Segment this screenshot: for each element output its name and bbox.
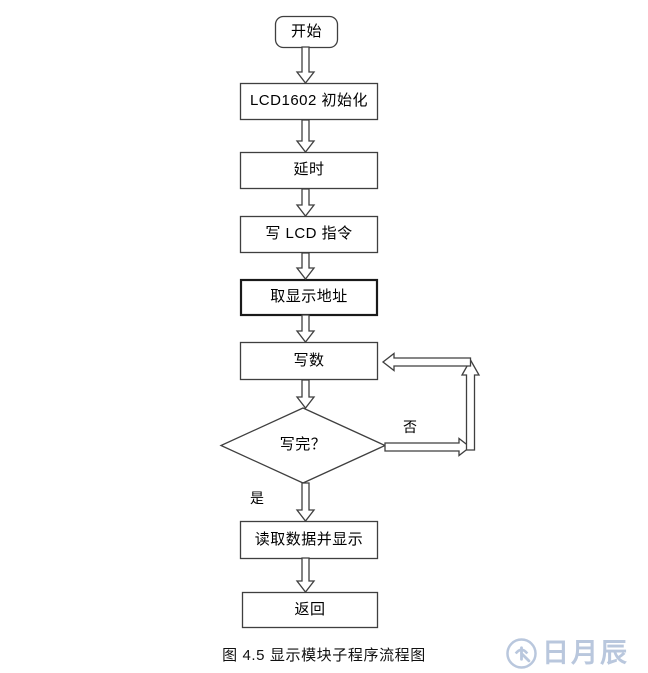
edge-done-check-to-read-display	[295, 482, 316, 523]
edge-delay-to-write-command	[295, 188, 316, 218]
node-start[interactable]	[274, 15, 339, 49]
node-get-address[interactable]	[239, 278, 379, 317]
edge-no-branch-vertical-riser	[460, 358, 481, 451]
edge-get-address-to-write-data	[295, 314, 316, 344]
figure-caption: 图 4.5 显示模块子程序流程图	[222, 647, 426, 664]
node-write-command[interactable]	[239, 215, 379, 254]
edge-write-data-to-done-check	[295, 379, 316, 410]
edge-write-command-to-get-address	[295, 252, 316, 281]
edge-lcd-init-to-delay	[295, 119, 316, 154]
edge-label-no: 否	[403, 419, 417, 435]
edge-no-branch-horizontal-out	[384, 437, 472, 457]
edge-start-to-lcd-init	[295, 46, 316, 85]
node-return[interactable]	[241, 591, 379, 629]
node-done-check[interactable]	[219, 407, 387, 484]
edge-no-branch-horizontal-return	[381, 352, 472, 372]
node-write-data[interactable]	[239, 341, 379, 381]
node-read-display[interactable]	[239, 520, 379, 560]
node-delay[interactable]	[239, 151, 379, 190]
edge-read-display-to-return	[295, 557, 316, 594]
edge-label-yes: 是	[250, 490, 264, 506]
node-lcd-init[interactable]	[239, 82, 379, 121]
